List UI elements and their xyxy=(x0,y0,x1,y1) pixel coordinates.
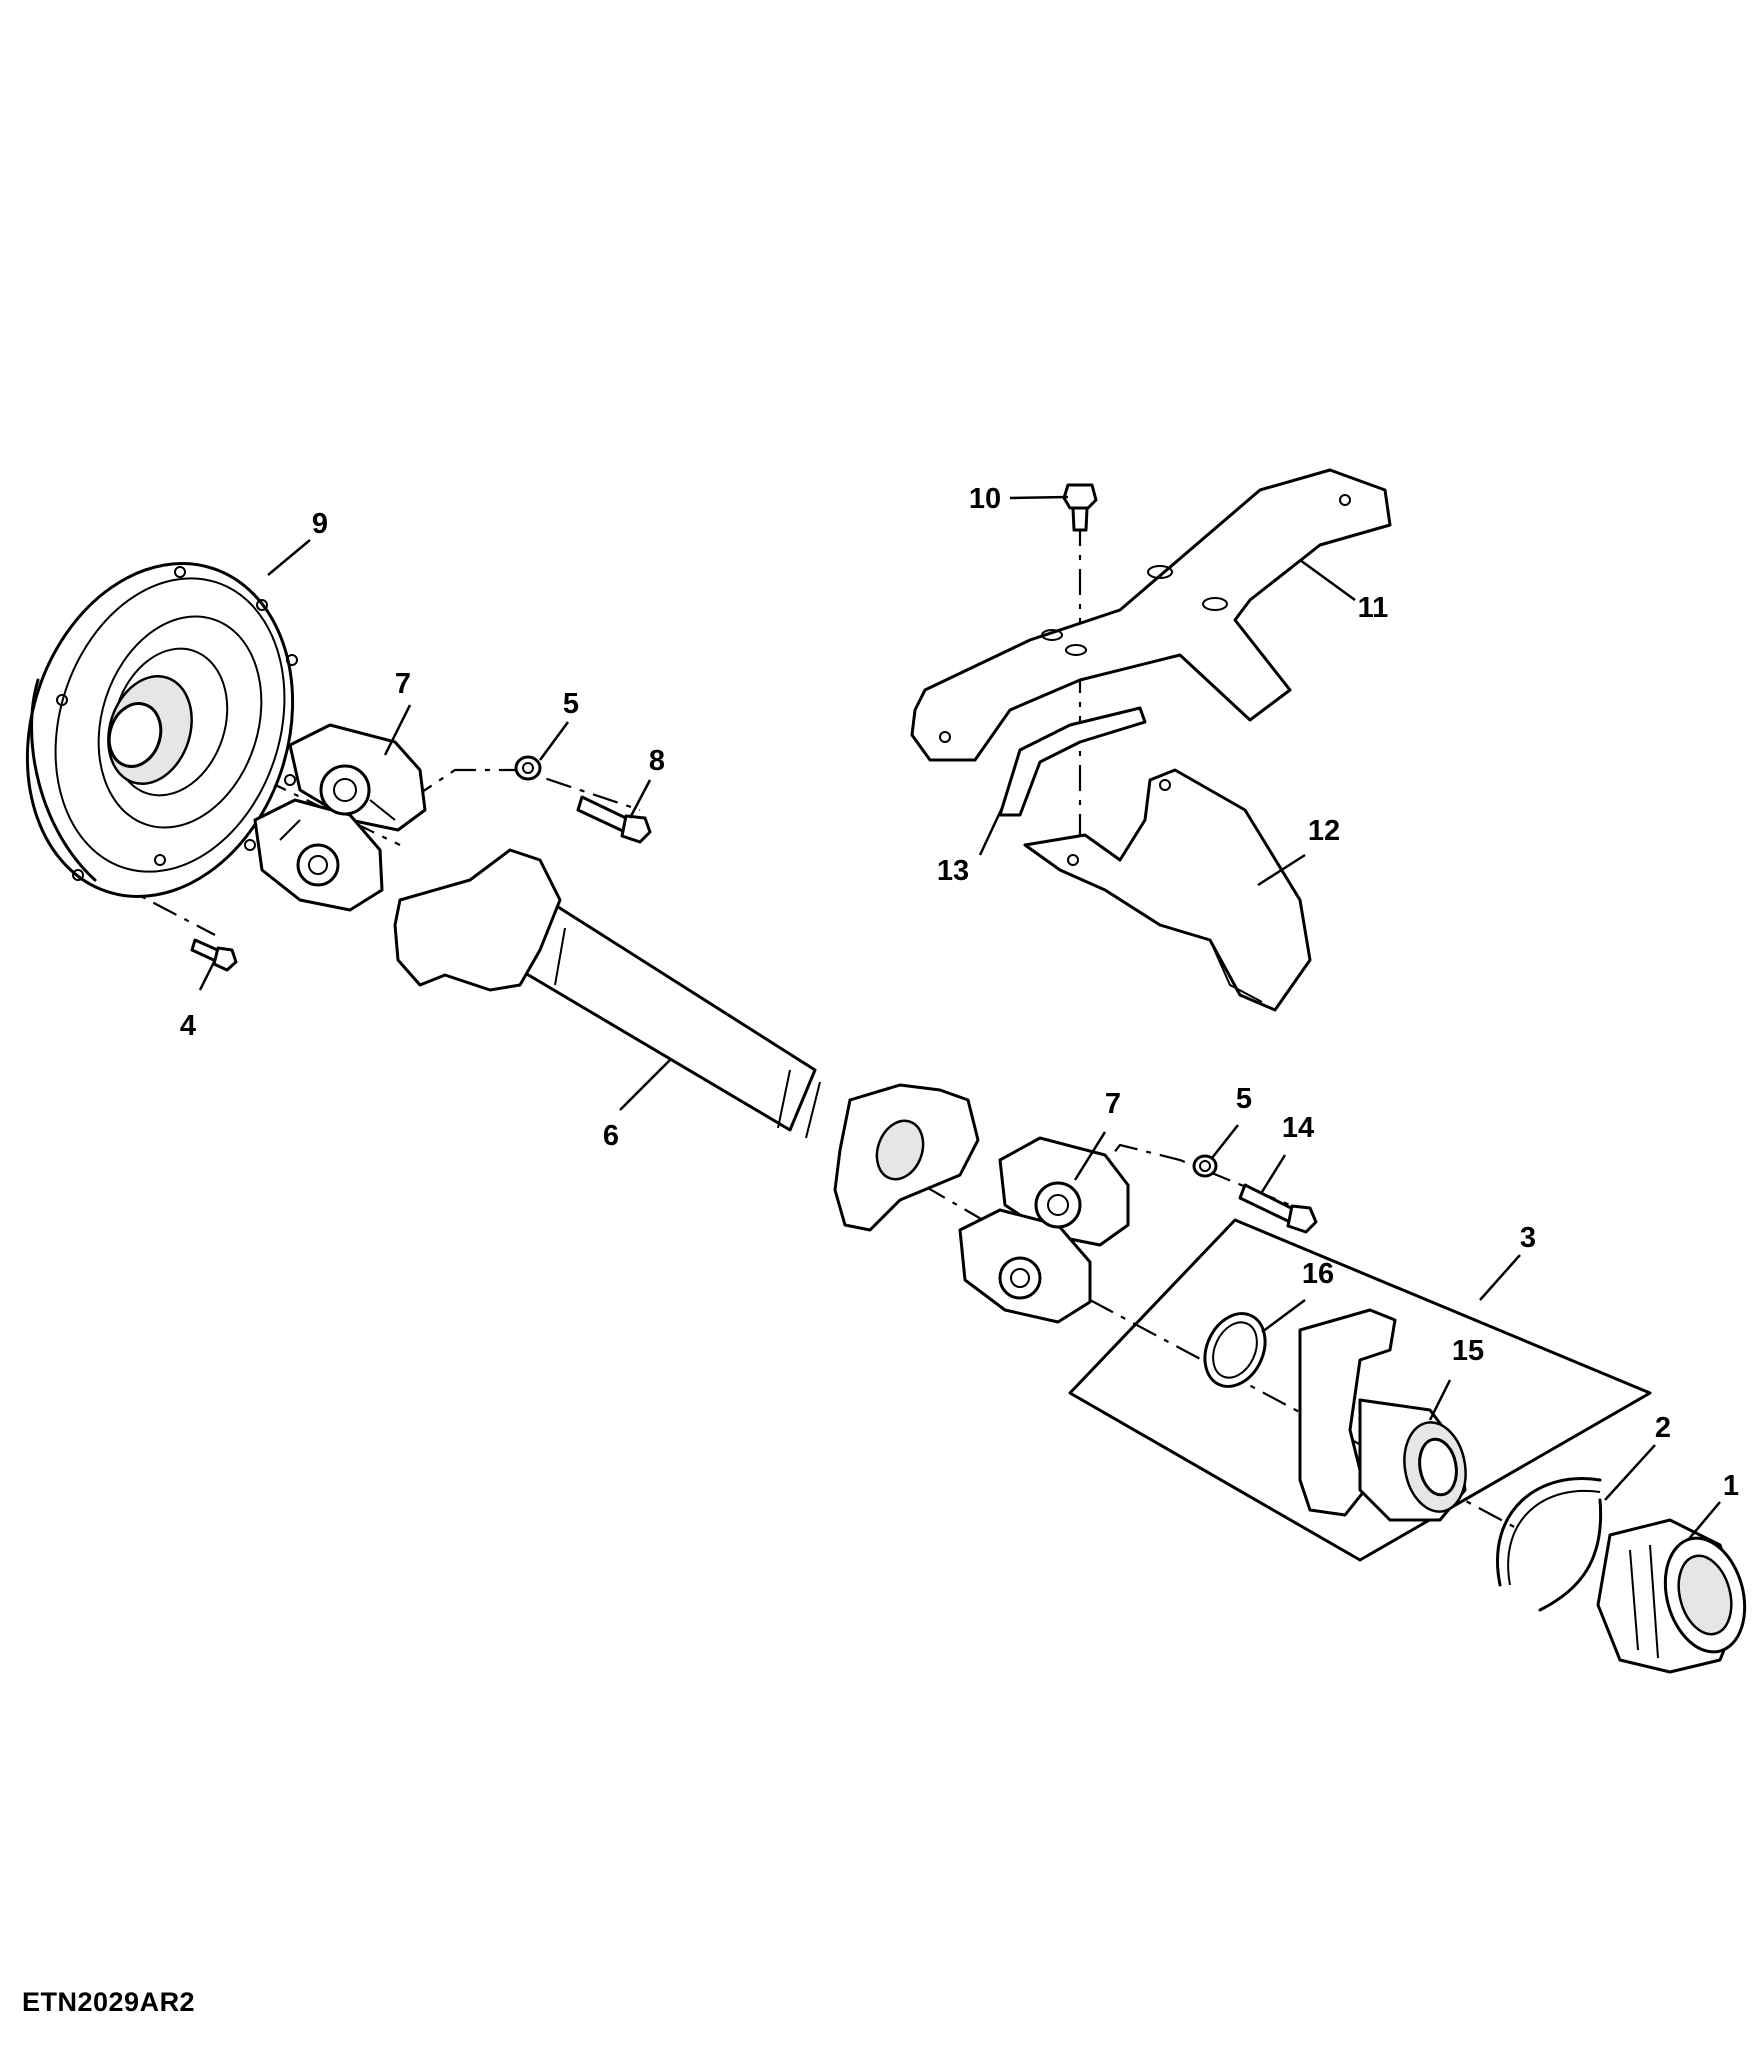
callout-13: 13 xyxy=(937,855,969,887)
part-15-yoke xyxy=(1298,1308,1467,1522)
part-10-cap-screw xyxy=(1062,483,1098,532)
callout-9: 9 xyxy=(312,508,328,540)
callout-12: 12 xyxy=(1308,815,1340,847)
callout-10: 10 xyxy=(969,483,1001,515)
callout-5: 5 xyxy=(1236,1083,1252,1115)
callout-3: 3 xyxy=(1520,1222,1536,1254)
callout-16: 16 xyxy=(1302,1258,1334,1290)
part-8-bolt xyxy=(576,795,652,844)
callout-4: 4 xyxy=(180,1010,196,1042)
callout-7: 7 xyxy=(1105,1088,1121,1120)
part-12-saddle-bracket xyxy=(1023,768,1312,1012)
part-1-bearing xyxy=(1596,1518,1747,1674)
callout-15: 15 xyxy=(1452,1335,1484,1367)
part-13-strap xyxy=(998,706,1147,817)
part-5-washer-lower xyxy=(1192,1154,1218,1178)
callout-labels: 9 7 5 8 4 6 10 11 12 13 7 5 14 3 16 15 2… xyxy=(180,483,1739,1502)
part-2-snap-ring xyxy=(1496,1477,1603,1612)
part-6-drive-shaft xyxy=(393,848,980,1232)
kit-3-outline xyxy=(1068,1218,1652,1562)
callout-14: 14 xyxy=(1282,1112,1314,1144)
part-14-bolt xyxy=(1238,1183,1318,1234)
callout-6: 6 xyxy=(603,1120,619,1152)
callout-11: 11 xyxy=(1358,592,1389,624)
callout-5: 5 xyxy=(563,688,579,720)
callout-7: 7 xyxy=(395,668,411,700)
figure-code: ETN2029AR2 xyxy=(22,1987,196,2017)
part-5-washer-upper xyxy=(514,755,542,781)
part-11-bracket xyxy=(910,468,1392,762)
callout-8: 8 xyxy=(649,745,665,777)
callout-leaders xyxy=(198,495,1721,1541)
part-7-universal-joint-lower xyxy=(958,1136,1130,1324)
callout-1: 1 xyxy=(1723,1470,1739,1502)
part-7-universal-joint-upper xyxy=(253,723,427,912)
part-16-seal-ring xyxy=(1203,1312,1267,1388)
part-9-flywheel-housing xyxy=(25,562,298,898)
callout-2: 2 xyxy=(1655,1412,1671,1444)
part-4-bolt xyxy=(190,938,238,972)
